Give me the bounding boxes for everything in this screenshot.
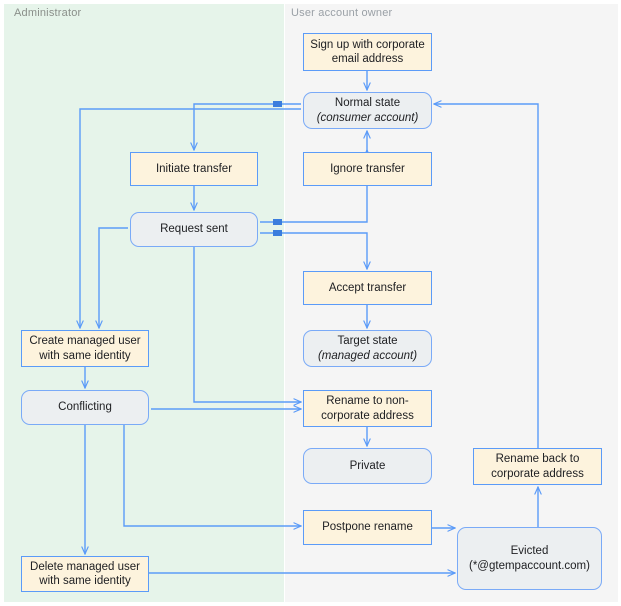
node-line: with same identity — [39, 349, 131, 362]
node-line: Accept transfer — [328, 281, 407, 294]
node-line: Conflicting — [58, 401, 112, 414]
node-line: corporate address — [321, 409, 414, 422]
node-line: Request sent — [160, 223, 228, 236]
node-evicted[interactable]: Evicted(*@gtempaccount.com) — [457, 527, 602, 590]
node-line: Delete managed user — [30, 560, 140, 573]
edge-renameback-to-normal — [434, 104, 539, 448]
node-rename-to-non-corporate[interactable]: Rename to non-corporate address — [303, 390, 432, 427]
node-target-state[interactable]: Target state(managed account) — [303, 330, 432, 367]
edge-normal-to-create — [80, 108, 301, 328]
node-line: Normal state — [334, 97, 401, 110]
node-accept-transfer[interactable]: Accept transfer — [303, 271, 432, 305]
node-private[interactable]: Private — [303, 448, 432, 484]
node-line: corporate address — [491, 467, 584, 480]
node-normal-state[interactable]: Normal state(consumer account) — [303, 92, 432, 129]
node-line-italic: (managed account) — [317, 349, 418, 362]
edge-junction-marker — [273, 230, 282, 236]
node-line: with same identity — [39, 575, 131, 587]
node-line: Sign up with corporate — [310, 38, 425, 51]
edge-junction-marker — [273, 101, 282, 107]
node-line: Rename to non- — [326, 395, 409, 408]
node-delete-managed-user[interactable]: Delete managed user with same identity — [21, 556, 149, 592]
edge-normal-to-initiate — [194, 103, 301, 150]
node-line: Target state — [337, 335, 398, 348]
edge-request-to-create — [99, 227, 128, 328]
node-line: Rename back to — [495, 453, 580, 466]
node-request-sent[interactable]: Request sent — [130, 212, 258, 247]
node-line: email address — [331, 53, 404, 65]
node-initiate-transfer[interactable]: Initiate transfer — [130, 152, 258, 186]
node-line: Private — [349, 459, 386, 472]
node-line: Evicted — [510, 545, 549, 558]
node-ignore-transfer[interactable]: Ignore transfer — [303, 152, 432, 186]
edge-request-to-rename — [193, 247, 301, 402]
node-conflicting[interactable]: Conflicting — [21, 390, 149, 425]
lane-label-user-account-owner: User account owner — [291, 7, 393, 19]
node-line: Initiate transfer — [155, 162, 233, 175]
edge-conflicting-to-postpone — [123, 425, 301, 526]
node-line: Postpone rename — [322, 521, 413, 534]
node-sign-up[interactable]: Sign up with corporate email address — [303, 33, 432, 71]
node-line: (*@gtempaccount.com) — [469, 559, 590, 572]
node-postpone-rename[interactable]: Postpone rename — [303, 510, 432, 545]
node-line-italic: (consumer account) — [316, 111, 419, 124]
node-line: Create managed user — [29, 335, 141, 348]
edge-junction-marker — [273, 219, 282, 225]
node-line: Ignore transfer — [330, 162, 405, 175]
lane-label-administrator: Administrator — [14, 7, 82, 19]
edge-request-to-accept — [260, 232, 367, 269]
